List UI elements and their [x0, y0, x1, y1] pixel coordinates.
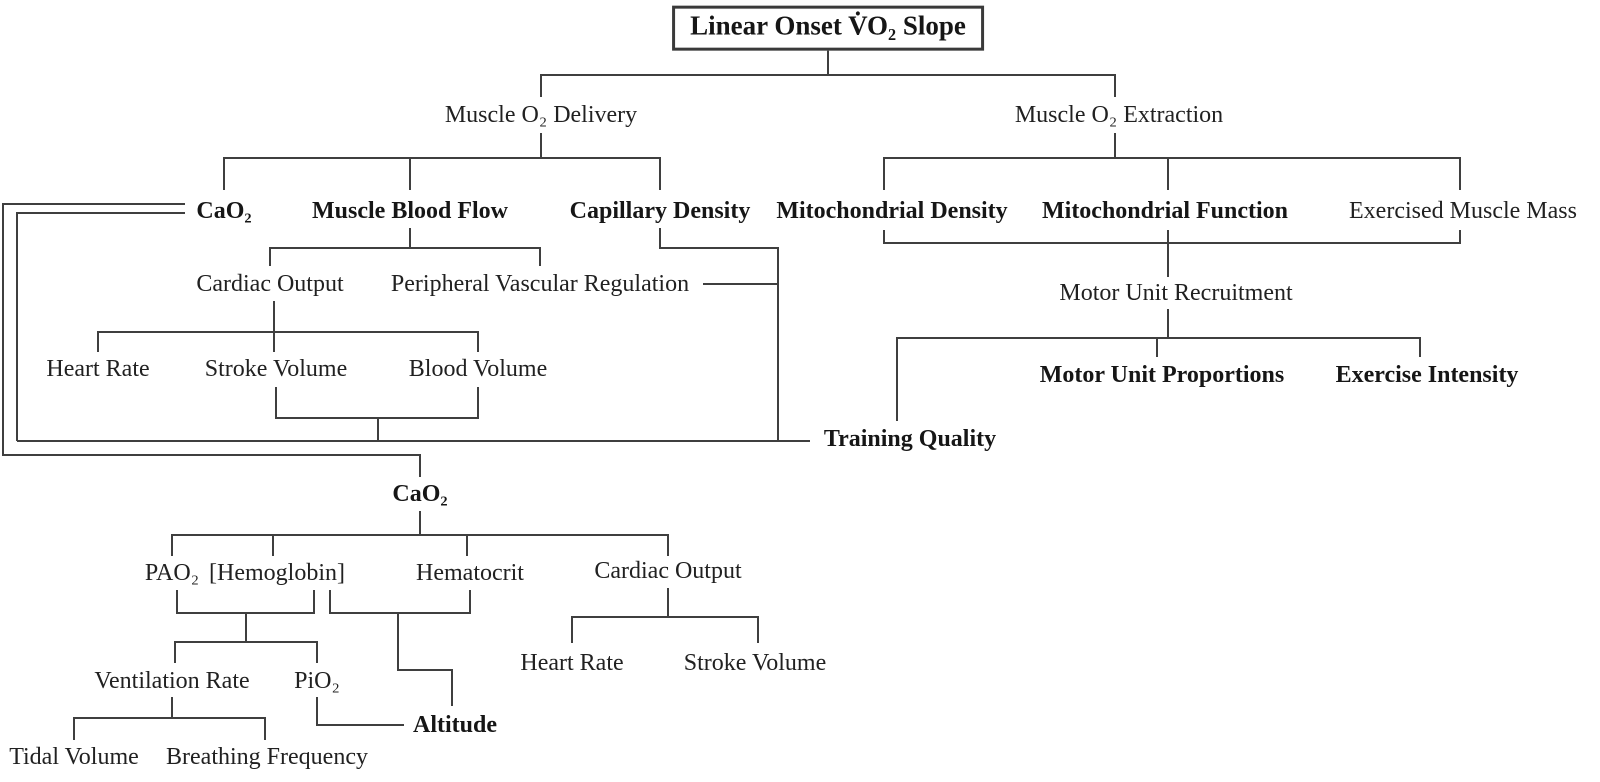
connector-cao2-expanded-bracket [171, 534, 669, 556]
cardiac-output-upper-label: Cardiac Output [192, 270, 348, 298]
pao2-label: PAO₂ [140, 559, 204, 587]
connector-ventilation-rate-bracket [73, 717, 266, 740]
connector-inner-loop-to-cao2 [16, 212, 185, 441]
connector-ventilation-pio2-fork [174, 641, 318, 663]
connector-altitude-elbow [397, 613, 453, 706]
connector-level1-bracket [540, 74, 1116, 97]
connector-motor-unit-bracket [896, 337, 1421, 421]
connector-delivery-bracket [223, 157, 661, 190]
pio2-label: PiO₂ [290, 667, 344, 695]
connector-cardiac-output-lower-bracket [571, 616, 759, 643]
stroke-volume-upper-label: Stroke Volume [200, 355, 352, 383]
muscle-o2-extraction-label: Muscle O₂ Extraction [1010, 101, 1228, 129]
altitude-label: Altitude [409, 711, 501, 739]
heart-rate-lower-label: Heart Rate [516, 649, 628, 677]
connector-cardiac-output-upper-bracket [97, 331, 479, 352]
connector-stroke-blood-volume-merge [275, 387, 479, 419]
cardiac-output-lower-label: Cardiac Output [590, 557, 746, 585]
connector-outer-loop-to-cao2-expanded [2, 203, 421, 477]
cao2-expanded-label: CaO₂ [388, 480, 452, 508]
ventilation-rate-label: Ventilation Rate [90, 667, 254, 695]
connector-mitochondria-merge [883, 230, 1461, 244]
breathing-frequency-label: Breathing Frequency [162, 743, 372, 771]
connector-capillary-density-elbow [659, 228, 779, 441]
peripheral-vascular-regulation-label: Peripheral Vascular Regulation [386, 270, 694, 298]
exercised-muscle-mass-label: Exercised Muscle Mass [1345, 197, 1581, 225]
hemoglobin-concentration-label: [Hemoglobin] [205, 559, 349, 587]
connector-extraction-bracket [883, 157, 1461, 190]
mitochondrial-density-label: Mitochondrial Density [772, 197, 1012, 225]
connector-pio2-to-altitude [316, 697, 404, 726]
muscle-o2-delivery-label: Muscle O₂ Delivery [440, 101, 642, 129]
connector-pao2-hemoglobin-merge [176, 590, 315, 614]
blood-volume-label: Blood Volume [404, 355, 552, 383]
cao2-arterial-content-label: CaO₂ [192, 197, 256, 225]
capillary-density-label: Capillary Density [565, 197, 755, 225]
heart-rate-upper-label: Heart Rate [42, 355, 154, 383]
hematocrit-label: Hematocrit [412, 559, 528, 587]
connector-hemoglobin-hematocrit-merge [329, 590, 471, 614]
mitochondrial-function-label: Mitochondrial Function [1037, 197, 1293, 225]
exercise-intensity-label: Exercise Intensity [1331, 361, 1523, 389]
tidal-volume-label: Tidal Volume [5, 743, 143, 771]
motor-unit-recruitment-label: Motor Unit Recruitment [1055, 279, 1297, 307]
title-title: Linear Onset V̇O₂ Slope [672, 5, 984, 51]
connector-muscle-blood-flow-bracket [269, 247, 541, 266]
motor-unit-proportions-label: Motor Unit Proportions [1035, 361, 1289, 389]
stroke-volume-lower-label: Stroke Volume [679, 649, 831, 677]
muscle-blood-flow-label: Muscle Blood Flow [308, 197, 512, 225]
training-quality-label: Training Quality [819, 425, 1001, 453]
